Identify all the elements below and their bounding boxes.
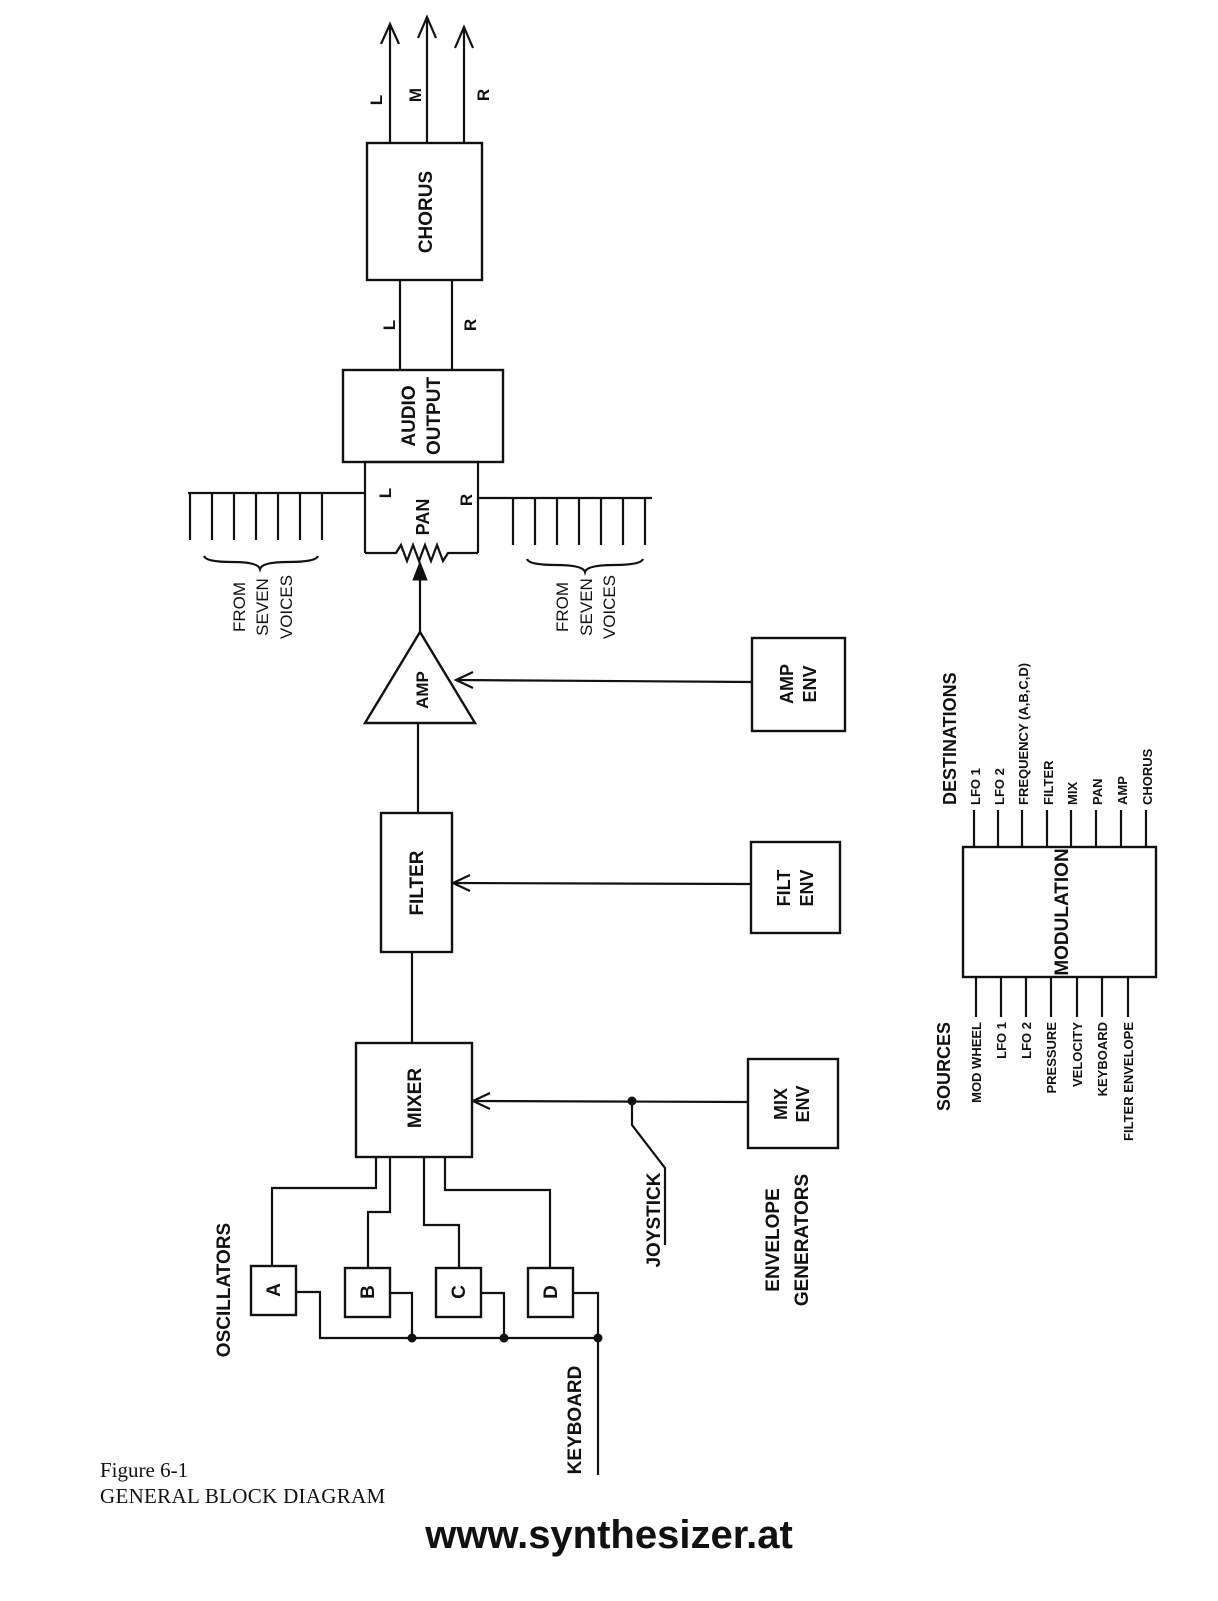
keyboard-wiring — [296, 1290, 603, 1475]
pan-block — [363, 460, 480, 553]
amp-env-line — [457, 678, 753, 684]
destination-frequency: FREQUENCY (A,B,C,D) — [1016, 663, 1031, 805]
modulation-source-leads — [974, 977, 1130, 1017]
destination-chorus: CHORUS — [1140, 748, 1155, 805]
output-r-label: R — [474, 89, 493, 101]
source-velocity: VELOCITY — [1070, 1022, 1085, 1087]
envelope-generators-label-line1: ENVELOPE — [763, 1188, 784, 1291]
destination-filter: FILTER — [1041, 760, 1056, 805]
source-mod-wheel: MOD WHEEL — [969, 1022, 984, 1103]
source-keyboard: KEYBOARD — [1095, 1022, 1110, 1096]
oscillator-b-block — [343, 1266, 392, 1319]
chorus-input-l-label: L — [380, 320, 399, 330]
voices-note-left-1: FROM — [230, 582, 249, 632]
oscillator-d-block — [526, 1266, 575, 1319]
audio-output-block — [341, 368, 505, 464]
amp-to-pan-arrowhead — [412, 560, 428, 581]
mixer-label: MIXER — [405, 1068, 426, 1128]
joystick-label: JOYSTICK — [644, 1172, 665, 1267]
mix-env-block — [746, 1057, 840, 1150]
destination-amp: AMP — [1115, 776, 1130, 805]
pan-left-label: L — [376, 488, 395, 498]
chorus-block — [365, 141, 484, 282]
filt-env-block — [749, 840, 842, 935]
pan-right-label: R — [457, 494, 476, 506]
filter-label: FILTER — [407, 850, 428, 915]
mix-env-label-line2: ENV — [793, 1085, 813, 1122]
oscillator-d-label: D — [541, 1285, 562, 1299]
oscillator-c-block — [434, 1266, 483, 1319]
sources-label: SOURCES — [934, 1022, 954, 1111]
destination-mix: MIX — [1065, 782, 1080, 805]
modulation-label: MODULATION — [1052, 848, 1073, 975]
watermark: www.synthesizer.at — [425, 1513, 793, 1557]
audio-output-label-line1: AUDIO — [399, 385, 420, 446]
voices-note-left-2: SEVEN — [253, 578, 272, 636]
destination-pan: PAN — [1090, 779, 1105, 805]
pan-potentiometer — [365, 541, 478, 565]
voices-note-right-3: VOICES — [600, 575, 619, 639]
filt-env-line — [454, 881, 752, 886]
mix-env-arrowhead — [470, 1092, 491, 1110]
oscillator-mixer-wiring — [270, 1157, 552, 1268]
source-filter-envelope: FILTER ENVELOPE — [1121, 1022, 1136, 1141]
joystick-line — [630, 1101, 667, 1245]
voice-bus-left — [188, 491, 365, 573]
amp-block — [362, 629, 478, 725]
source-pressure: PRESSURE — [1044, 1022, 1059, 1094]
oscillator-b-label: B — [358, 1285, 379, 1299]
filt-env-label-line2: ENV — [797, 869, 817, 906]
output-arrows — [379, 14, 475, 143]
amp-env-arrowhead — [453, 671, 474, 689]
chorus-input-r-label: R — [461, 319, 480, 331]
figure-title: GENERAL BLOCK DIAGRAM — [100, 1484, 386, 1508]
keyboard-label: KEYBOARD — [565, 1366, 586, 1475]
output-m-label: M — [406, 88, 425, 102]
chorus-label: CHORUS — [416, 171, 437, 253]
voices-note-left-3: VOICES — [277, 575, 296, 639]
source-lfo1: LFO 1 — [994, 1022, 1009, 1059]
modulation-destination-leads — [972, 810, 1148, 847]
destination-lfo1: LFO 1 — [968, 768, 983, 805]
mix-env-line — [474, 1099, 749, 1104]
mixer-block — [354, 1041, 474, 1159]
oscillator-c-label: C — [449, 1285, 470, 1299]
filt-env-label-line1: FILT — [774, 870, 794, 907]
voice-bus-right — [478, 496, 652, 576]
destination-lfo2: LFO 2 — [992, 768, 1007, 805]
destinations-label: DESTINATIONS — [940, 672, 960, 805]
oscillator-a-label: A — [264, 1283, 285, 1297]
audio-output-label-line2: OUTPUT — [424, 377, 445, 456]
voices-note-right-2: SEVEN — [577, 578, 596, 636]
oscillator-a-block — [249, 1264, 298, 1317]
envelope-generators-label-line2: GENERATORS — [792, 1174, 813, 1306]
amp-env-label-line2: ENV — [800, 665, 820, 702]
filt-env-arrowhead — [450, 874, 471, 892]
modulation-block — [961, 845, 1158, 979]
figure-number: Figure 6-1 — [100, 1458, 189, 1482]
amp-env-block — [750, 636, 847, 733]
output-l-label: L — [367, 95, 386, 105]
voices-note-right-1: FROM — [553, 582, 572, 632]
amp-env-label-line1: AMP — [777, 664, 797, 704]
mix-env-label-line1: MIX — [771, 1088, 791, 1120]
oscillators-label: OSCILLATORS — [214, 1223, 235, 1357]
amp-label: AMP — [413, 671, 432, 709]
pan-label: PAN — [413, 499, 433, 536]
source-lfo2: LFO 2 — [1019, 1022, 1034, 1059]
